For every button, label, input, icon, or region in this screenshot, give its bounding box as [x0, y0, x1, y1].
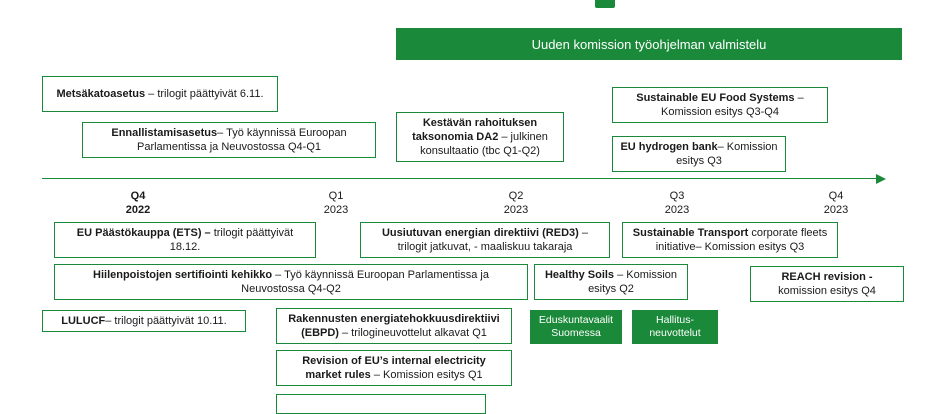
event-hallitusneuvottelut: Hallitus-neuvottelut: [632, 310, 718, 344]
box-title: Ennallistamisasetus: [111, 127, 218, 139]
box-text: – trilogit päättyivät 6.11.: [145, 88, 264, 100]
box-text: – Komission esitys Q1: [370, 369, 483, 381]
box-title: Healthy Soils: [544, 269, 615, 281]
box-title: Kestävän rahoituksen taksonomia DA2: [412, 117, 538, 143]
box-ets: EU Päästökauppa (ETS) – trilogit päättyi…: [54, 222, 316, 258]
tick-year: 2022: [125, 204, 151, 216]
event-label: Eduskuntavaalit Suomessa: [538, 314, 614, 339]
tick-quarter: Q2: [508, 190, 524, 202]
box-title: Sustainable EU Food Systems: [636, 92, 795, 104]
tick-quarter: Q3: [669, 190, 685, 202]
box-ennallistamisasetus: Ennallistamisasetus– Työ käynnissä Euroo…: [82, 122, 376, 158]
box-kestava-rahoitus: Kestävän rahoituksen taksonomia DA2 – ju…: [396, 112, 564, 162]
box-title: REACH revision -: [781, 271, 873, 283]
event-label: Hallitus-neuvottelut: [649, 314, 701, 339]
box-text: – trilogit jatkuvat, - maaliskuu takaraj…: [397, 227, 588, 253]
tick-quarter: Q4: [130, 190, 146, 202]
box-text: – Työ käynnissä Euroopan Parlamentissa j…: [241, 269, 489, 295]
box-text: komission esitys Q4: [778, 285, 876, 297]
box-food-systems: Sustainable EU Food Systems – Komission …: [612, 87, 828, 123]
box-title: Sustainable Transport: [632, 227, 749, 239]
timeline-axis: [42, 178, 878, 179]
box-hiilenpoisto: Hiilenpoistojen sertifiointi kehikko – T…: [54, 264, 528, 300]
tick-q4-2023: Q4 2023: [806, 189, 866, 217]
tick-year: 2023: [323, 204, 349, 216]
box-text: – julkinen konsultaatio (tbc Q1-Q2): [420, 131, 548, 157]
box-title: Hiilenpoistojen sertifiointi kehikko: [93, 269, 273, 281]
box-text: – trilogit päättyivät 10.11.: [105, 315, 227, 327]
box-reach: REACH revision - komission esitys Q4: [750, 266, 904, 302]
commission-programme-banner: Uuden komission työohjelman valmistelu: [396, 28, 902, 60]
box-title: Revision of EU’s internal electricity ma…: [302, 355, 486, 381]
tick-q2-2023: Q2 2023: [486, 189, 546, 217]
header-accent: [595, 0, 615, 8]
box-text: – Komission esitys Q3: [676, 141, 778, 167]
box-text: – Komission esitys Q3-Q4: [661, 92, 804, 118]
box-epbd: Rakennusten energiatehokkuusdirektiivi (…: [276, 308, 512, 344]
box-title: Rakennusten energiatehokkuusdirektiivi (…: [288, 313, 500, 339]
event-eduskuntavaalit: Eduskuntavaalit Suomessa: [530, 310, 622, 344]
box-text: – Työ käynnissä Euroopan Parlamentissa j…: [136, 127, 347, 153]
box-metsakatoasetus: Metsäkatoasetus – trilogit päättyivät 6.…: [42, 76, 278, 112]
box-healthy-soils: Healthy Soils – Komission esitys Q2: [534, 264, 688, 300]
box-text: – trilogineuvottelut alkavat Q1: [338, 327, 487, 339]
tick-year: 2023: [664, 204, 690, 216]
banner-label: Uuden komission työohjelman valmistelu: [531, 36, 767, 52]
box-title: LULUCF: [61, 315, 106, 327]
box-title: EU Päästökauppa (ETS) –: [76, 227, 211, 239]
box-hydrogen-bank: EU hydrogen bank– Komission esitys Q3: [612, 136, 786, 172]
box-text: – Komission esitys Q2: [588, 269, 678, 295]
timeline-arrow-icon: [876, 174, 886, 184]
box-lulucf: LULUCF– trilogit päättyivät 10.11.: [42, 310, 246, 332]
box-sustainable-transport: Sustainable Transport corporate fleets i…: [622, 222, 838, 258]
tick-q3-2023: Q3 2023: [647, 189, 707, 217]
box-title: Uusiutuvan energian direktiivi (RED3): [381, 227, 579, 239]
box-text: corporate fleets initiative– Komission e…: [655, 227, 828, 253]
box-electricity-market: Revision of EU’s internal electricity ma…: [276, 350, 512, 386]
tick-quarter: Q1: [328, 190, 344, 202]
tick-q4-2022: Q4 2022: [108, 189, 168, 217]
tick-year: 2023: [823, 204, 849, 216]
tick-quarter: Q4: [828, 190, 844, 202]
tick-q1-2023: Q1 2023: [306, 189, 366, 217]
tick-year: 2023: [503, 204, 529, 216]
box-text: trilogit päättyivät 18.12.: [169, 227, 294, 253]
box-partial-bottom: [276, 394, 486, 414]
box-title: EU hydrogen bank: [620, 141, 718, 153]
box-title: Metsäkatoasetus: [56, 88, 146, 100]
box-red3: Uusiutuvan energian direktiivi (RED3) – …: [360, 222, 610, 258]
